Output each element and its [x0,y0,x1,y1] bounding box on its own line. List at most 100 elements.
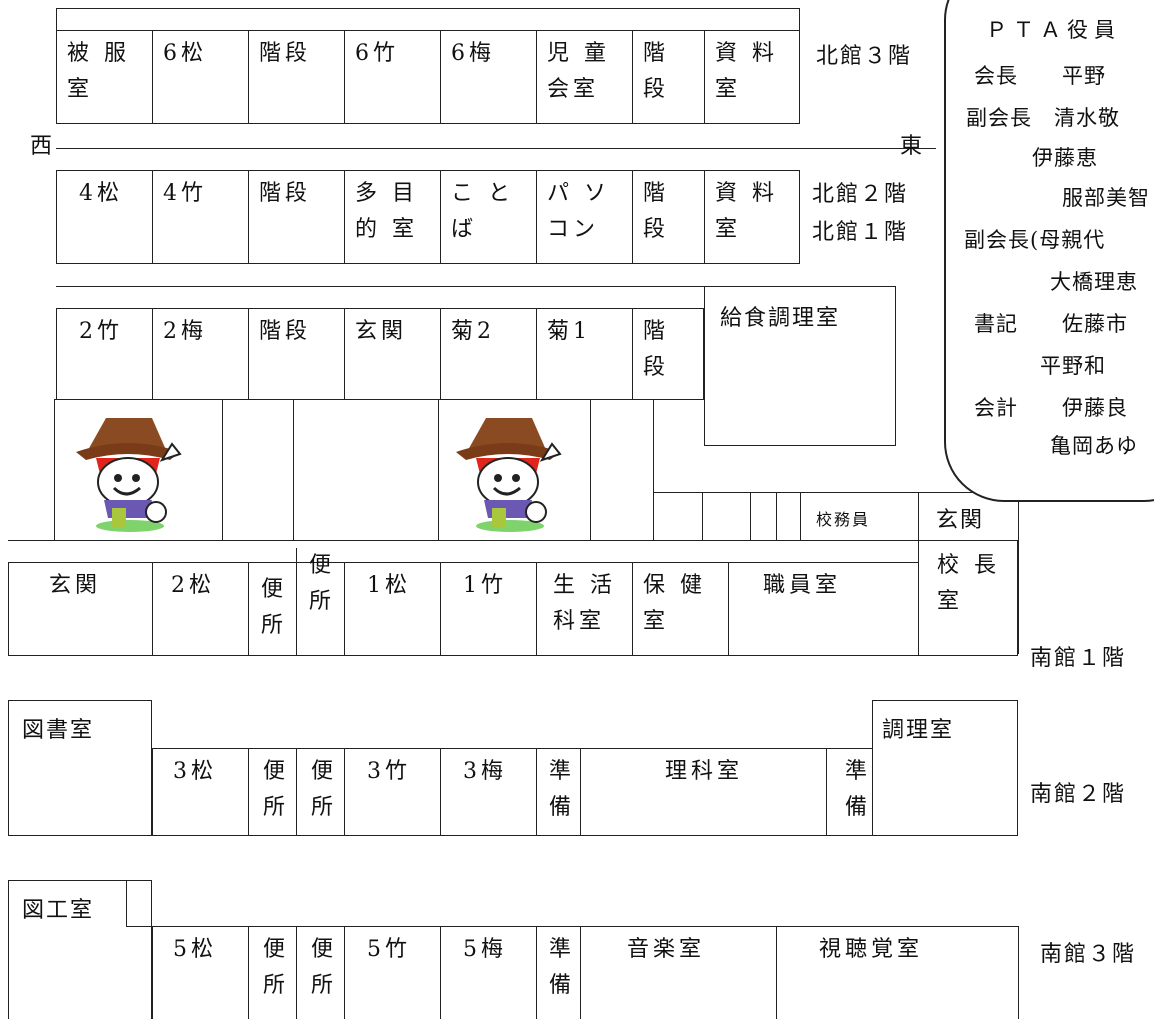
south1-room-entrance: 玄関 [8,562,152,656]
pta-line-4: 服部美智 [1062,186,1150,210]
small-room-div2 [750,492,751,540]
pta-line-7: 書記 佐藤市 [974,312,1128,336]
south2-room-3ume: 3梅 [440,748,536,836]
mascot-box-left-divider [222,399,223,541]
south1-floor-label: 南館１階 [1030,646,1127,671]
north2-top-line [56,148,800,149]
south2-top-line [152,748,872,749]
south2-room-3matsu: 3松 [152,748,248,836]
south3-room-5take: 5竹 [344,926,440,1019]
south3-floor-label: 南館３階 [1040,942,1137,967]
south2-room-toilet2: 便 所 [296,748,344,836]
north3-top-line [56,30,800,31]
cooking-label: 調理室 [882,718,955,743]
south1-room-toilet2: 便 所 [296,548,344,656]
art-room-inner-h [126,926,152,927]
north2-floor-label: 北館２階 [812,182,909,207]
north2-room-archive: 資 料 室 [704,170,800,264]
kitchen-label: 給食調理室 [720,306,841,331]
east-label: 東 [900,134,925,159]
north2-room-multipurpose: 多 目 的 室 [344,170,440,264]
north3-room-hifuku: 被 服 室 [56,30,152,124]
south3-room-5ume: 5梅 [440,926,536,1019]
pta-line-2: 副会長 清水敬 [966,106,1120,130]
north1-room-2take: 2竹 [56,308,152,400]
south1-room-1take: 1竹 [440,562,536,656]
small-room-div3 [776,492,777,540]
north2-room-4take: 4竹 [152,170,248,264]
north2-room-4matsu: 4松 [56,170,152,264]
north3-room-stairs: 階段 [248,30,344,124]
south1-room-staff: 職員室 [728,562,918,656]
south3-room-music: 音楽室 [580,926,776,1019]
north1-top-line2 [56,308,704,309]
south1-top-line [8,562,918,563]
corridor-bottom [8,540,1018,541]
north2-room-stairs2: 階 段 [632,170,704,264]
north3-room-6take: 6竹 [344,30,440,124]
north1-room-entrance: 玄関 [344,308,440,400]
janitor-label: 校務員 [816,510,871,529]
kitchen-room [704,286,896,446]
north2-room-kotoba: こ と ば [440,170,536,264]
north1-room-kiku1: 菊1 [536,308,632,400]
north1-floor-label: 北館１階 [812,220,909,245]
pta-title: ＰＴＡ役員 [986,18,1121,42]
pta-line-1: 会長 平野 [974,64,1106,88]
south3-room-av: 視聴覚室 [776,926,1018,1019]
south2-room-prep1: 準 備 [536,748,580,836]
pta-line-3: 伊藤恵 [966,146,1098,170]
south3-room-5matsu: 5松 [152,926,248,1019]
entrance-east-label: 玄関 [936,508,985,533]
mascot-left-icon [76,418,182,532]
south3-room-toilet1: 便 所 [248,926,296,1019]
north1-top-line [56,286,704,287]
north2-room-pc: パ ソ コン [536,170,632,264]
north1-room-2ume: 2梅 [152,308,248,400]
north3-room-archive: 資 料 室 [704,30,800,124]
south2-room-prep2: 準 備 [826,748,872,836]
small-room-div4 [800,492,801,540]
south3-room-toilet2: 便 所 [296,926,344,1019]
south1-room-toilet1: 便 所 [248,562,296,656]
south3-top-line [152,926,1018,927]
pta-line-10: 亀岡あゆ [1050,434,1138,458]
west-label: 西 [30,134,55,159]
north1-room-kiku2: 菊2 [440,308,536,400]
pta-line-9: 会計 伊藤良 [974,396,1128,420]
mascot-box-right-divider [590,399,591,541]
south3-room-prep: 準 備 [536,926,580,1019]
art-label: 図工室 [22,898,95,923]
south1-room-life-science: 生 活 科室 [536,562,632,656]
library-label: 図書室 [22,718,95,743]
small-room-div1 [702,492,703,540]
south3-right-line [1018,926,1019,1019]
cooking-room [872,700,1018,836]
south2-floor-label: 南館２階 [1030,782,1127,807]
south1-room-1matsu: 1松 [344,562,440,656]
south2-room-toilet1: 便 所 [248,748,296,836]
south1-room-principal: 校 長 室 [918,540,1018,656]
north1-room-stairs2: 階 段 [632,308,704,400]
south1-room-2matsu: 2松 [152,562,248,656]
pta-line-6: 大橋理恵 [1050,270,1138,294]
library-room [8,700,152,836]
pta-line-8: 平野和 [974,354,1106,378]
south2-room-science: 理科室 [580,748,826,836]
pta-panel: ＰＴＡ役員 会長 平野 副会長 清水敬 伊藤恵 服部美智 副会長(母親代 大橋理… [944,0,1154,502]
north2-room-stairs: 階段 [248,170,344,264]
mascot-right-icon [456,418,562,532]
small-room-div6 [1018,492,1019,654]
north3-room-student-council: 児 童 会室 [536,30,632,124]
corridor-top [654,492,1018,493]
north3-room-6matsu: 6松 [152,30,248,124]
south1-room-nurse: 保 健 室 [632,562,728,656]
north1-room-stairs: 階段 [248,308,344,400]
pta-line-5: 副会長(母親代 [964,228,1106,252]
art-room-inner-v [126,880,127,926]
north3-room-stairs2: 階 段 [632,30,704,124]
north2-top-line2 [56,170,800,171]
art-room [8,880,152,1019]
north3-floor-label: 北館３階 [816,44,913,69]
north3-room-6ume: 6梅 [440,30,536,124]
